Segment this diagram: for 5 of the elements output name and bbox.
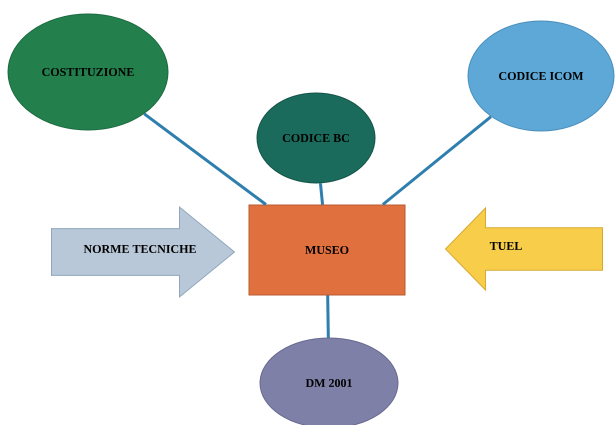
- connector-line: [382, 115, 492, 206]
- connector-line: [318, 183, 324, 205]
- connector-line: [326, 295, 330, 338]
- connector-line: [143, 112, 267, 206]
- process-box: MUSEO: [248, 204, 406, 296]
